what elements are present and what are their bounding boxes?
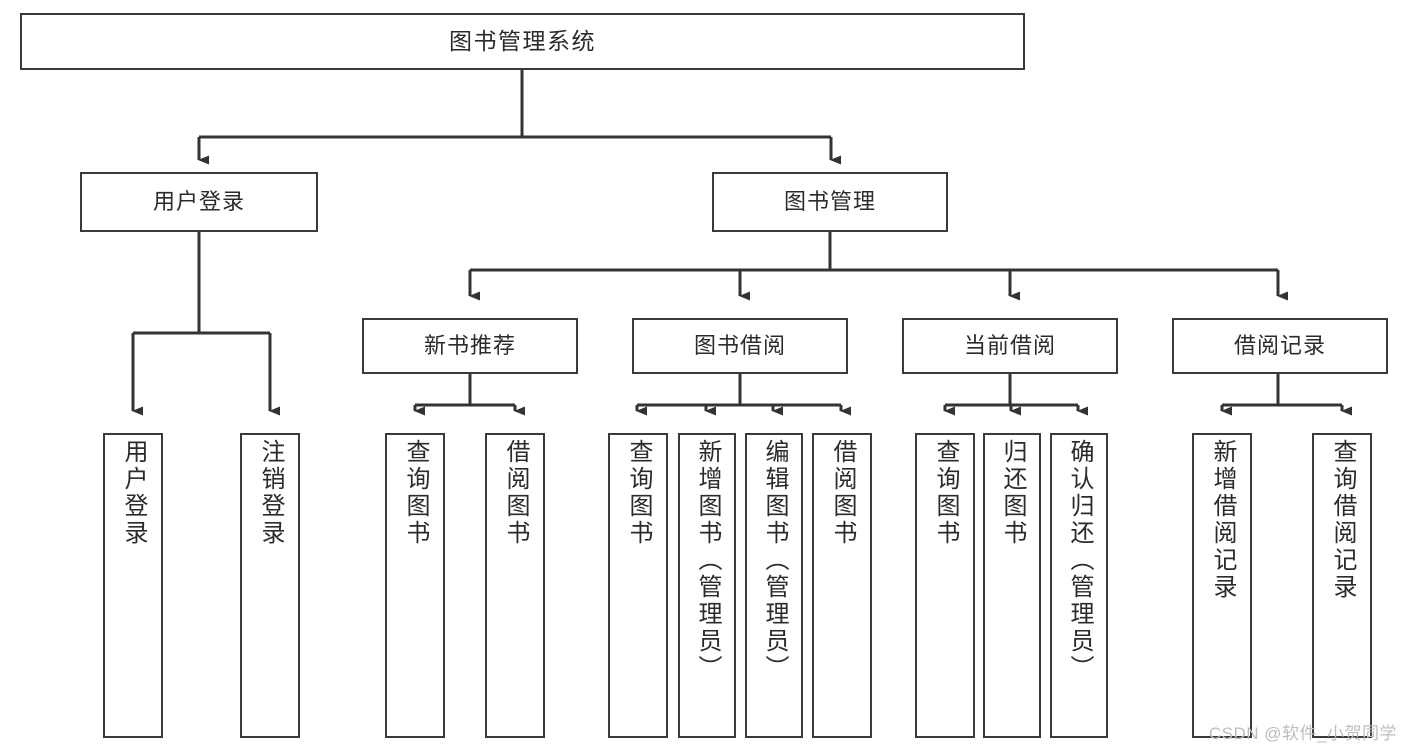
node-leaf-borrow-book-2[interactable]: 借阅图书 xyxy=(812,433,872,738)
node-new-book-rec[interactable]: 新书推荐 xyxy=(362,318,578,374)
node-leaf-add-record-label: 新增借阅记录 xyxy=(1209,439,1236,601)
node-current-borrow[interactable]: 当前借阅 xyxy=(902,318,1118,374)
node-leaf-query-book-1-label: 查询图书 xyxy=(402,439,429,547)
node-borrow-record[interactable]: 借阅记录 xyxy=(1172,318,1388,374)
node-root-label: 图书管理系统 xyxy=(449,27,596,54)
node-leaf-confirm-return-label: 确认归还（管理员） xyxy=(1066,439,1093,682)
node-leaf-return-book[interactable]: 归还图书 xyxy=(983,433,1041,738)
node-book-manage-label: 图书管理 xyxy=(783,189,876,215)
node-user-login-label: 用户登录 xyxy=(152,189,245,215)
node-new-book-rec-label: 新书推荐 xyxy=(423,333,516,359)
node-leaf-query-book-2[interactable]: 查询图书 xyxy=(608,433,668,738)
node-leaf-logout-label: 注销登录 xyxy=(257,439,284,547)
node-book-manage[interactable]: 图书管理 xyxy=(712,172,948,232)
node-leaf-logout[interactable]: 注销登录 xyxy=(240,433,300,738)
node-leaf-borrow-book-1-label: 借阅图书 xyxy=(502,439,529,547)
node-book-borrow-label: 图书借阅 xyxy=(693,333,786,359)
node-current-borrow-label: 当前借阅 xyxy=(963,333,1056,359)
node-leaf-query-book-3-label: 查询图书 xyxy=(932,439,959,547)
node-leaf-borrow-book-2-label: 借阅图书 xyxy=(829,439,856,547)
node-leaf-borrow-book-1[interactable]: 借阅图书 xyxy=(485,433,545,738)
node-leaf-add-record[interactable]: 新增借阅记录 xyxy=(1192,433,1252,738)
node-leaf-query-record-label: 查询借阅记录 xyxy=(1329,439,1356,601)
node-leaf-user-login[interactable]: 用户登录 xyxy=(103,433,163,738)
node-leaf-edit-book-label: 编辑图书（管理员） xyxy=(761,439,788,682)
node-leaf-add-book-label: 新增图书（管理员） xyxy=(694,439,721,682)
node-leaf-query-book-3[interactable]: 查询图书 xyxy=(915,433,975,738)
node-leaf-add-book[interactable]: 新增图书（管理员） xyxy=(678,433,736,738)
node-borrow-record-label: 借阅记录 xyxy=(1233,333,1326,359)
node-leaf-query-book-1[interactable]: 查询图书 xyxy=(385,433,445,738)
node-leaf-return-book-label: 归还图书 xyxy=(999,439,1026,547)
node-book-borrow[interactable]: 图书借阅 xyxy=(632,318,848,374)
node-leaf-confirm-return[interactable]: 确认归还（管理员） xyxy=(1050,433,1108,738)
node-user-login[interactable]: 用户登录 xyxy=(80,172,318,232)
node-leaf-edit-book[interactable]: 编辑图书（管理员） xyxy=(745,433,803,738)
node-root[interactable]: 图书管理系统 xyxy=(20,13,1025,70)
node-leaf-user-login-label: 用户登录 xyxy=(120,439,147,547)
node-leaf-query-record[interactable]: 查询借阅记录 xyxy=(1312,433,1372,738)
node-leaf-query-book-2-label: 查询图书 xyxy=(625,439,652,547)
